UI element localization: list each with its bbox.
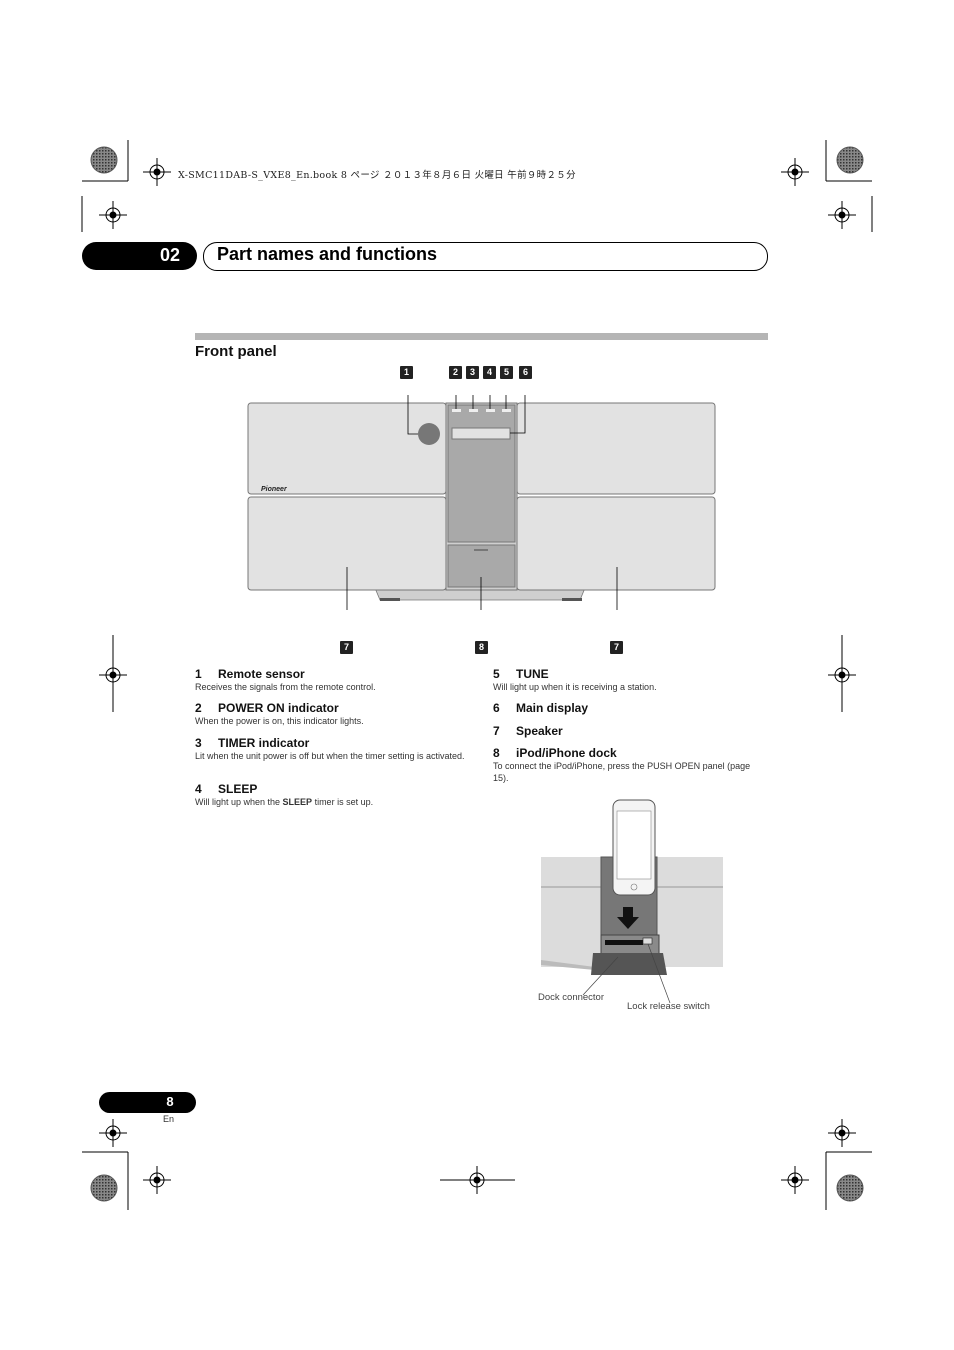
left-upper-panel [247, 402, 447, 495]
item-description: To connect the iPod/iPhone, press the PU… [493, 761, 751, 783]
item-ipod-dock: 8 iPod/iPhone dock To connect the iPod/iP… [493, 746, 763, 784]
item-timer-indicator: 3 TIMER indicator Lit when the unit power… [195, 736, 465, 762]
item-description: Lit when the unit power is off but when … [195, 751, 465, 761]
item-power-on-indicator: 2 POWER ON indicator When the power is on… [195, 701, 465, 727]
item-number: 3 [195, 736, 202, 750]
item-speaker: 7 Speaker [493, 724, 763, 738]
color-target-icon [90, 1174, 118, 1202]
tune-indicator [502, 409, 511, 412]
dock-connector-label: Dock connector [538, 992, 605, 1003]
ipod-dock-panel [447, 544, 516, 588]
page-number: 8 [166, 1094, 174, 1109]
item-number: 4 [195, 782, 202, 796]
brand-logo: Pioneer [261, 486, 288, 493]
item-number: 1 [195, 667, 202, 681]
color-target-icon [836, 146, 864, 174]
callout-6: 6 [519, 366, 532, 379]
item-number: 8 [493, 746, 500, 760]
chapter-title: Part names and functions [217, 244, 438, 264]
lock-release-switch-label: Lock release switch [627, 1001, 710, 1012]
item-number: 7 [493, 724, 500, 738]
callout-8: 8 [475, 641, 488, 654]
print-file-header: X-SMC11DAB-S_VXE8_En.book 8 ページ ２０１３年８月６… [178, 170, 576, 181]
section-divider [195, 333, 768, 340]
chapter-number: 02 [159, 245, 181, 265]
callout-3: 3 [466, 366, 479, 379]
right-speaker [516, 496, 716, 591]
callout-1: 1 [400, 366, 413, 379]
section-title: Front panel [195, 343, 277, 360]
remote-sensor [418, 423, 440, 445]
chapter-badge [82, 242, 197, 270]
color-target-icon [836, 1174, 864, 1202]
item-description: When the power is on, this indicator lig… [195, 716, 364, 726]
sleep-indicator [486, 409, 495, 412]
power-indicator [452, 409, 461, 412]
dock-illustration [541, 799, 723, 1004]
callout-2: 2 [449, 366, 462, 379]
arrow-down-icon [617, 907, 639, 929]
item-title: Remote sensor [218, 667, 305, 681]
sleep-keyword: SLEEP [282, 797, 313, 807]
front-panel-illustration: Pioneer [247, 395, 716, 610]
page-language: En [163, 1114, 175, 1124]
chapter-title-frame [203, 242, 768, 271]
item-title: Main display [516, 701, 589, 715]
item-tune: 5 TUNE Will light up when it is receiving… [493, 667, 763, 693]
color-target-icon [90, 146, 118, 174]
item-title: Speaker [516, 724, 563, 738]
lock-release-switch [642, 937, 653, 945]
item-number: 6 [493, 701, 500, 715]
timer-indicator [469, 409, 478, 412]
callout-7-right: 7 [610, 641, 623, 654]
page-number-badge [99, 1092, 196, 1113]
item-description: Will light up when the SLEEP timer is se… [195, 797, 374, 807]
item-remote-sensor: 1 Remote sensor Receives the signals from… [195, 667, 465, 693]
item-number: 5 [493, 667, 500, 681]
item-number: 2 [195, 701, 202, 715]
callout-4: 4 [483, 366, 496, 379]
item-main-display: 6 Main display [493, 701, 763, 715]
callout-5: 5 [500, 366, 513, 379]
item-title: TUNE [516, 667, 549, 681]
item-title: SLEEP [218, 782, 258, 796]
item-title: iPod/iPhone dock [516, 746, 617, 760]
main-display [451, 427, 511, 440]
item-title: POWER ON indicator [218, 701, 339, 715]
callout-7-left: 7 [340, 641, 353, 654]
item-title: TIMER indicator [218, 736, 310, 750]
item-description: Will light up when it is receiving a sta… [493, 682, 657, 692]
item-description: Receives the signals from the remote con… [195, 682, 376, 692]
center-display-area [447, 404, 516, 543]
